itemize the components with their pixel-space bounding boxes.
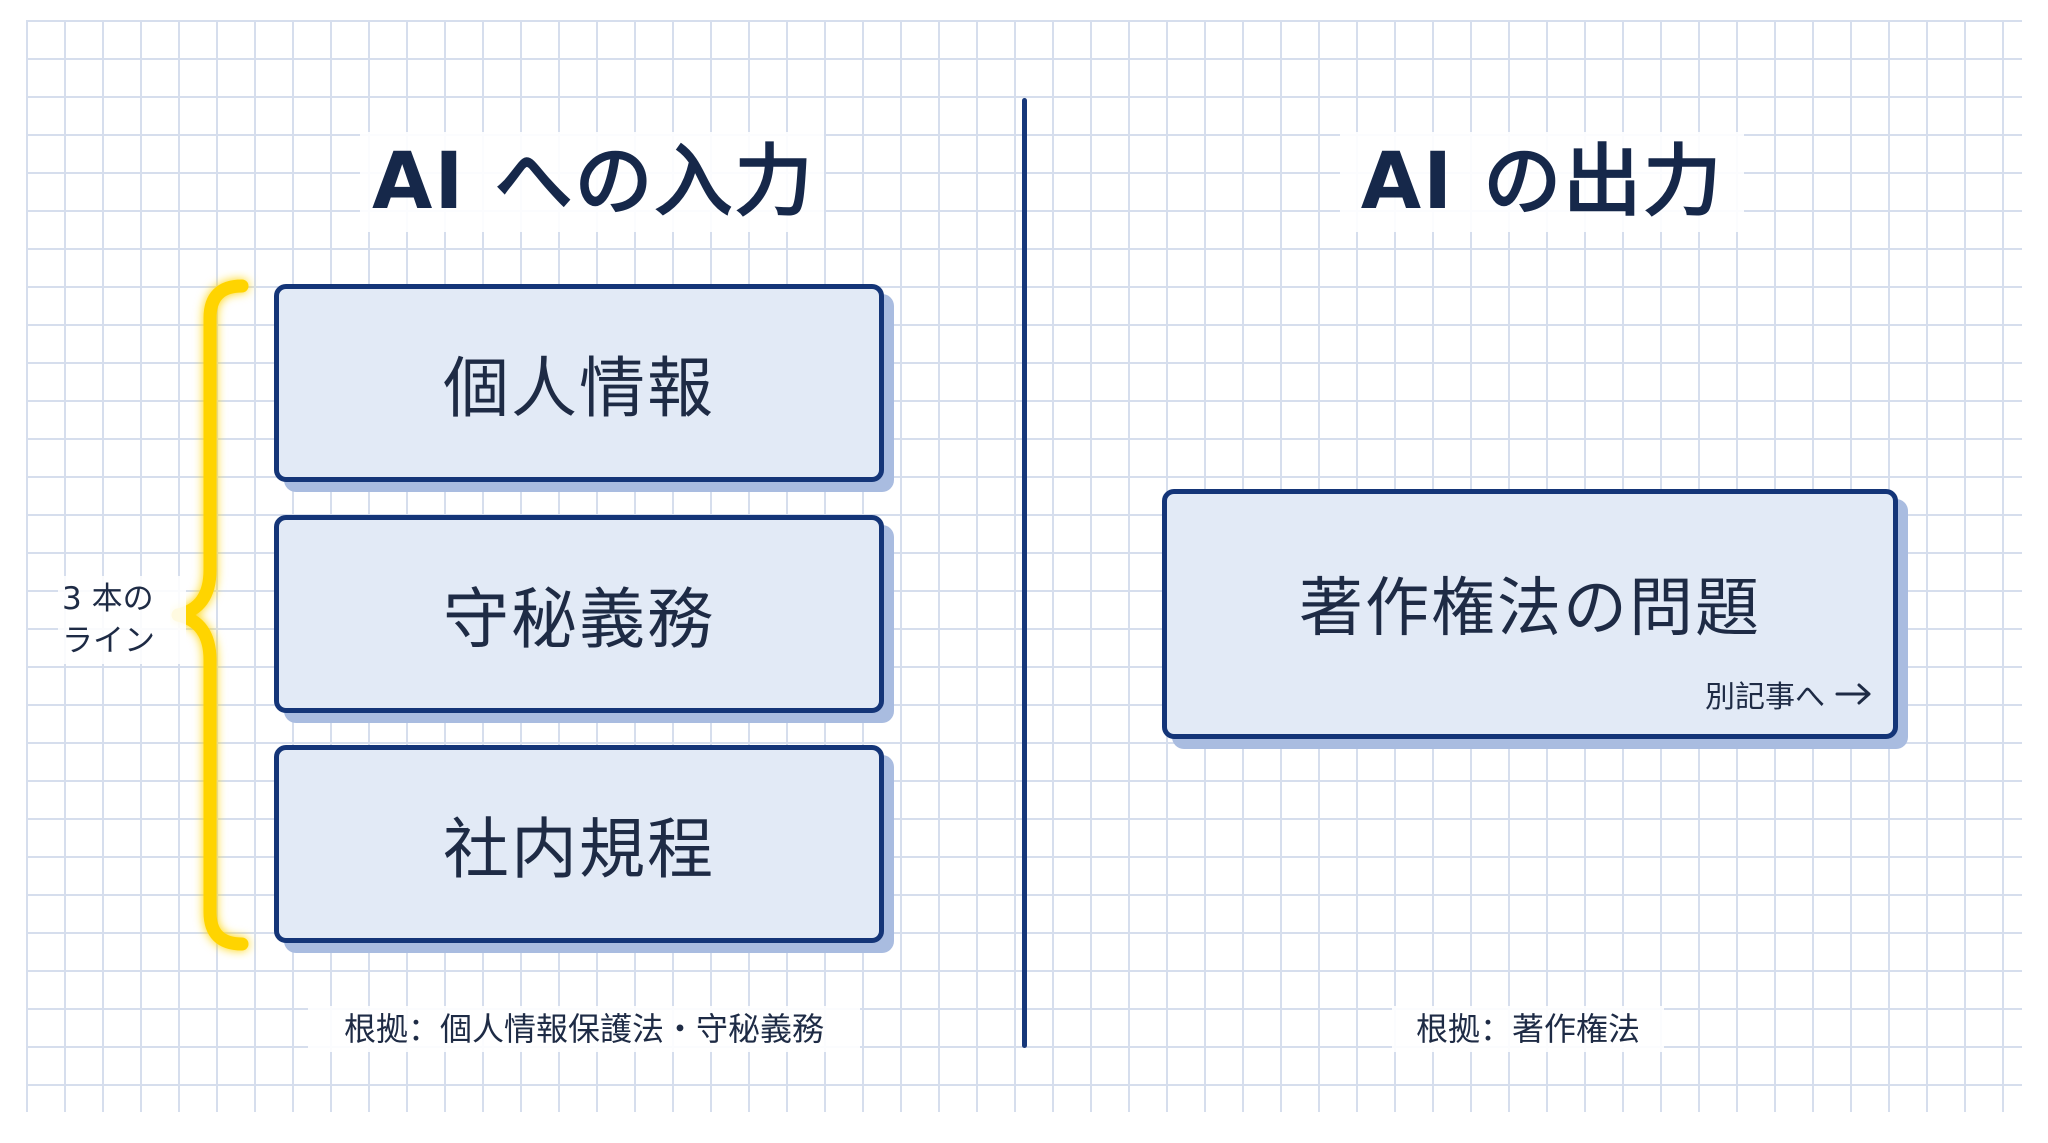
arrow-right-icon [1835, 683, 1871, 705]
input-title: AI への入力 [360, 132, 824, 232]
input-box-label: 社内規程 [443, 811, 715, 888]
brace-label-line2: ライン [62, 623, 155, 659]
input-box-internal-rules: 社内規程 [274, 745, 884, 943]
input-box-label: 守秘義務 [443, 581, 715, 658]
output-title: AI の出力 [1340, 132, 1744, 232]
input-basis-note: 根拠：個人情報保護法・守秘義務 [308, 1006, 860, 1052]
input-box-confidentiality: 守秘義務 [274, 515, 884, 713]
separate-article-link-label: 別記事へ [1705, 680, 1825, 715]
column-divider [1022, 98, 1027, 1048]
output-box-copyright: 著作権法の問題 別記事へ [1162, 489, 1898, 739]
brace-label-line1: 3 本の [62, 581, 154, 617]
separate-article-link[interactable]: 別記事へ [1705, 672, 1873, 716]
output-basis-note: 根拠：著作権法 [1392, 1006, 1664, 1052]
input-box-personal-info: 個人情報 [274, 284, 884, 482]
brace-label: 3 本の ライン [58, 576, 186, 664]
output-box-label: 著作権法の問題 [1299, 572, 1761, 646]
input-box-label: 個人情報 [443, 350, 715, 427]
